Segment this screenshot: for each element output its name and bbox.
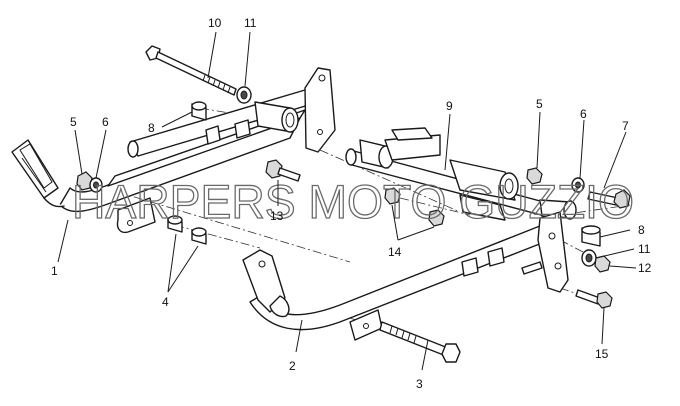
callout-3: 3 (416, 377, 423, 391)
callout-1: 1 (51, 264, 58, 278)
long-bolt-10 (145, 45, 237, 96)
callout-14: 14 (388, 245, 402, 259)
upper-crossmember-tube (127, 89, 313, 158)
washer-11-right (581, 249, 597, 267)
bolt-3 (379, 321, 461, 363)
nut-5-right (526, 167, 543, 185)
callout-11-top: 11 (244, 16, 257, 30)
washer-6-right (571, 177, 585, 193)
callout-9: 9 (446, 99, 453, 113)
callout-2: 2 (289, 359, 296, 373)
callout-7: 7 (622, 119, 629, 133)
mounting-plate-right (521, 211, 569, 293)
callout-4: 4 (162, 295, 169, 309)
callout-11-right: 11 (638, 242, 651, 256)
footrest-bracket-left (11, 109, 306, 234)
nut-12 (594, 255, 611, 273)
spacer-8-top (191, 101, 207, 121)
callout-8-left: 8 (148, 121, 155, 135)
callout-15: 15 (595, 347, 609, 361)
callout-labels: 10 11 8 5 6 1 4 13 9 5 6 7 14 2 3 15 8 1… (51, 16, 652, 391)
callout-6-left: 6 (102, 115, 109, 129)
spacer-4b (191, 227, 207, 245)
spacer-4a (167, 215, 183, 233)
nut-14b (428, 209, 445, 227)
callout-6-right: 6 (580, 107, 587, 121)
nut-14a (384, 187, 401, 205)
callout-10: 10 (208, 16, 222, 30)
bolt-15 (575, 289, 613, 309)
rear-subframe-9 (345, 127, 577, 221)
callout-8-right: 8 (638, 223, 645, 237)
washer-11-top (236, 86, 252, 104)
watermark-text: HARPERS MOTO GUZZIO (72, 175, 634, 228)
callout-5-right: 5 (536, 97, 543, 111)
mounting-plate-center (304, 67, 336, 153)
tube-spacers (205, 119, 251, 145)
callout-12: 12 (638, 261, 652, 275)
bolt-13 (265, 159, 301, 182)
callout-13: 13 (270, 209, 284, 223)
callout-5-left: 5 (70, 115, 77, 129)
footrest-bracket-right (242, 219, 561, 341)
bolt-7 (587, 189, 631, 209)
leader-lines (57, 31, 637, 371)
spacer-8-right (581, 225, 601, 247)
